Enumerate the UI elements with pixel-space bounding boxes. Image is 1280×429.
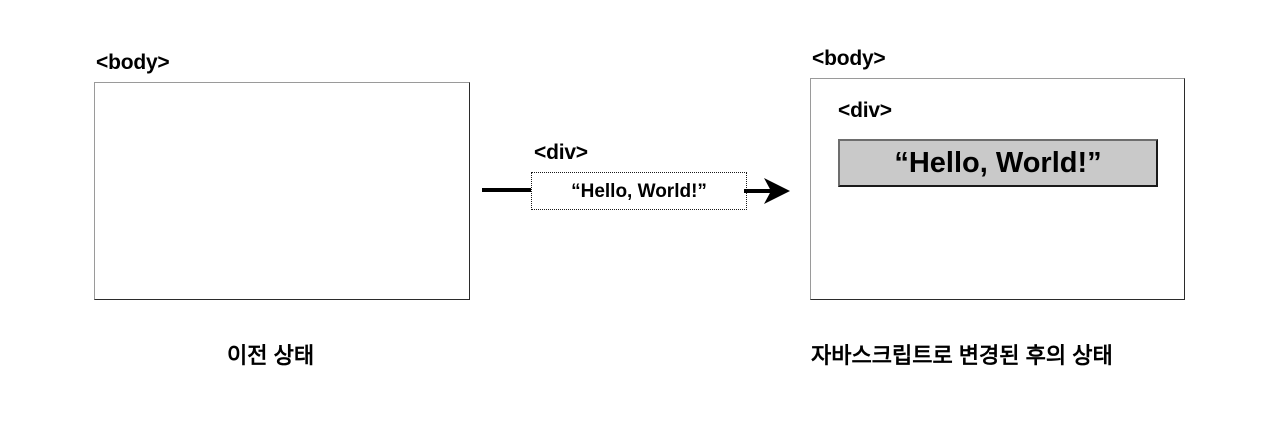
after-div-tag-label: <div> — [838, 99, 892, 122]
transition-div-node: “Hello, World!” — [531, 172, 747, 210]
transition-node-text: “Hello, World!” — [571, 180, 707, 202]
arrow-tail-line — [482, 188, 532, 192]
after-body-tag-label: <body> — [812, 47, 886, 70]
after-rendered-text: “Hello, World!” — [894, 146, 1102, 179]
after-body-box — [810, 78, 1185, 300]
before-caption: 이전 상태 — [227, 343, 315, 368]
transition-div-tag-label: <div> — [534, 141, 588, 164]
before-body-box — [94, 82, 470, 300]
after-caption: 자바스크립트로 변경된 후의 상태 — [811, 343, 1113, 368]
arrow-right-icon — [744, 178, 790, 204]
after-rendered-div: “Hello, World!” — [838, 139, 1158, 187]
before-body-tag-label: <body> — [96, 51, 170, 74]
